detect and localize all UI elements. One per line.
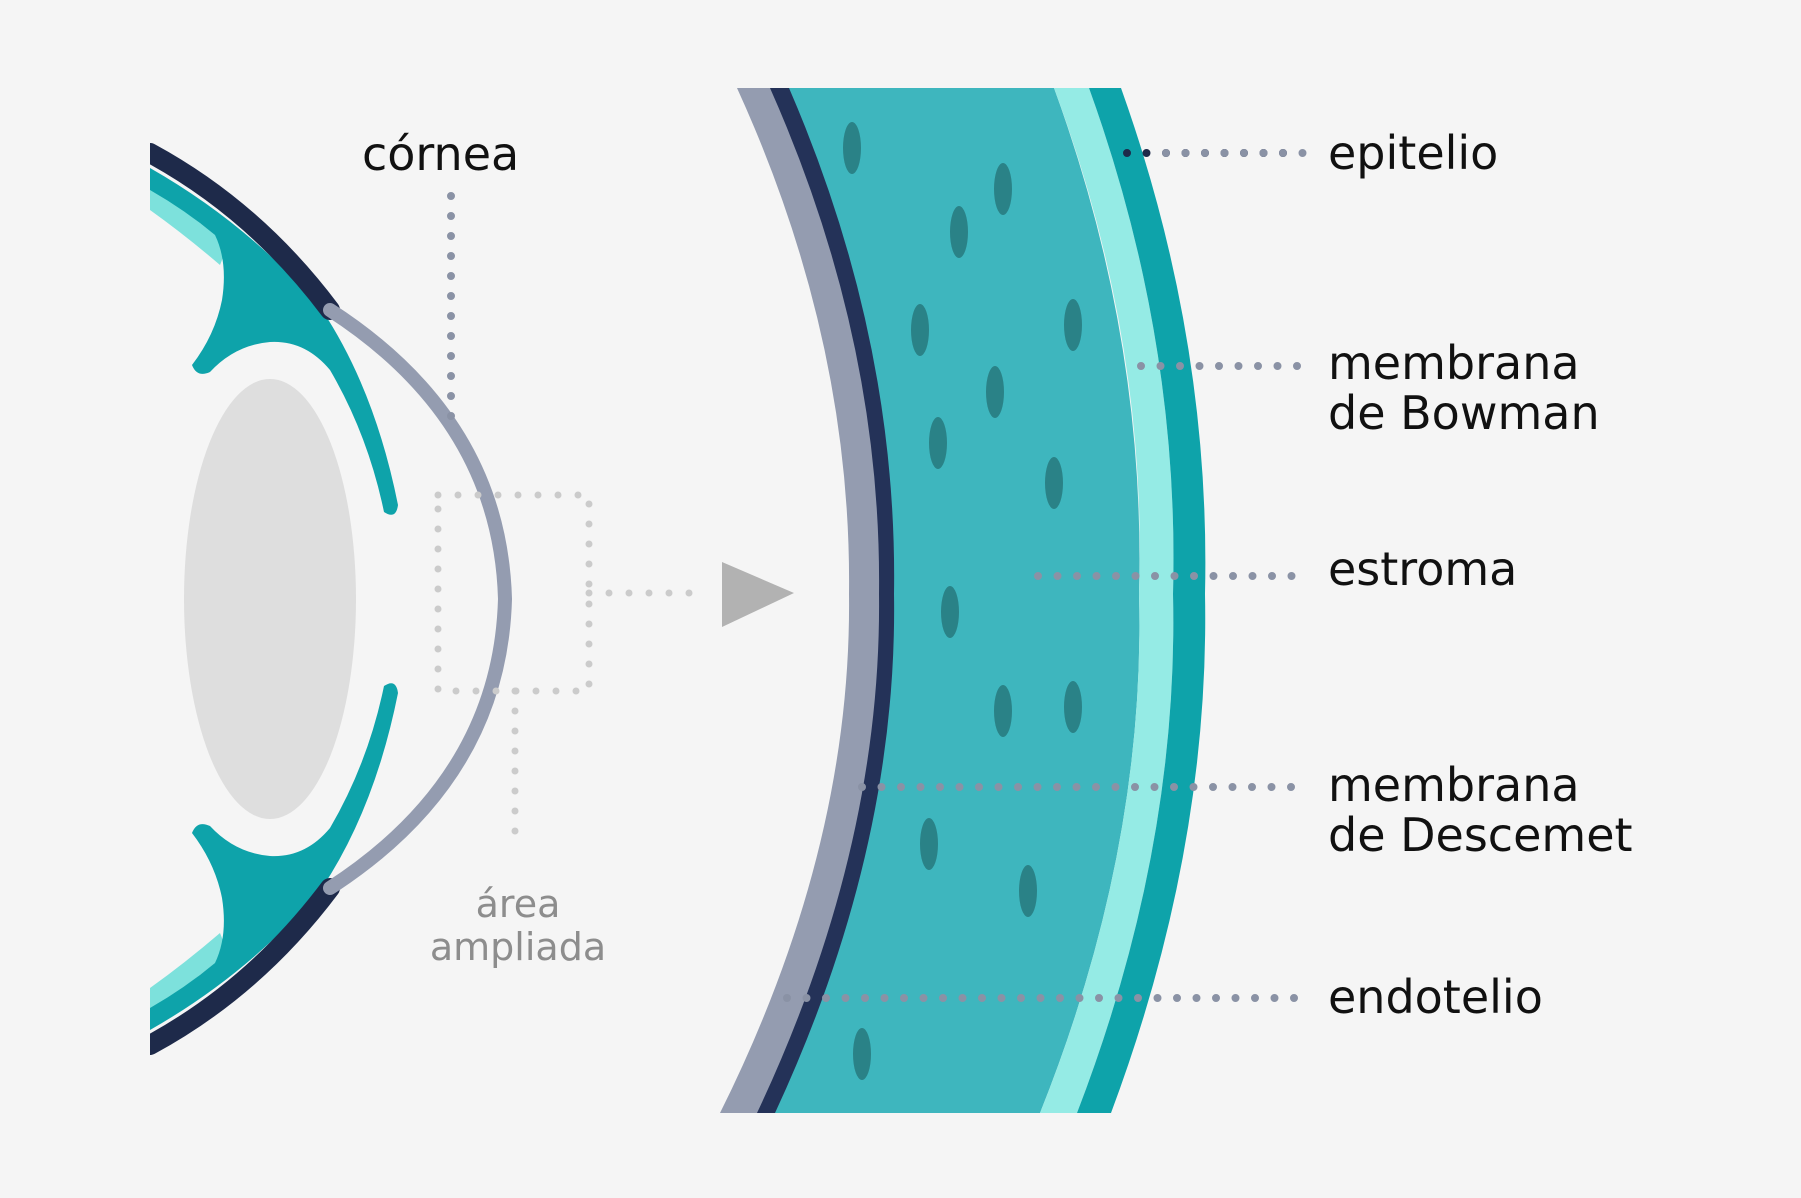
endotelio-layer xyxy=(720,88,883,1113)
label-descemet-line2: de Descemet xyxy=(1328,808,1633,862)
eye-cross-section xyxy=(150,143,513,1055)
label-cornea: córnea xyxy=(362,127,520,181)
layer-leaders xyxy=(783,149,1307,1002)
stroma-cell xyxy=(1019,865,1037,917)
stroma-cell xyxy=(1064,681,1082,733)
sclera-light-band-bottom xyxy=(150,933,228,1013)
stroma-cell xyxy=(911,304,929,356)
stroma-cell xyxy=(843,122,861,174)
label-epitelio: epitelio xyxy=(1328,126,1499,180)
sclera-light-band-top xyxy=(150,185,228,265)
stroma-cell xyxy=(1045,457,1063,509)
outer-eye-arc-top xyxy=(150,143,340,320)
stroma-cell xyxy=(941,586,959,638)
label-bowman-line2: de Bowman xyxy=(1328,386,1600,440)
stroma-cell xyxy=(950,206,968,258)
label-area-ampliada: área ampliada xyxy=(418,883,618,969)
magnified-cornea-layers xyxy=(720,88,1206,1113)
bowman-layer xyxy=(1040,88,1174,1113)
stroma-cell xyxy=(1064,299,1082,351)
stroma-cells xyxy=(843,122,1082,1080)
stroma-cell xyxy=(994,163,1012,215)
descemet-layer xyxy=(757,88,895,1113)
outer-eye-arc-bottom xyxy=(150,878,340,1055)
label-area-line1: área xyxy=(475,882,561,926)
sclera-iris-bottom xyxy=(150,683,398,1030)
stroma-cell xyxy=(920,818,938,870)
stroma-cell xyxy=(853,1028,871,1080)
sclera-iris-top xyxy=(150,168,398,515)
label-estroma: estroma xyxy=(1328,542,1518,596)
zoom-arrow xyxy=(722,562,794,627)
label-descemet-line1: membrana xyxy=(1328,758,1580,812)
label-bowman-line1: membrana xyxy=(1328,336,1580,390)
stroma-cell xyxy=(929,417,947,469)
epitelio-layer xyxy=(1077,88,1206,1113)
label-descemet: membrana de Descemet xyxy=(1328,760,1633,860)
stroma-cell xyxy=(994,685,1012,737)
stroma-cell xyxy=(986,366,1004,418)
label-bowman: membrana de Bowman xyxy=(1328,338,1600,438)
label-endotelio: endotelio xyxy=(1328,970,1543,1024)
lens xyxy=(184,379,356,819)
zoom-box xyxy=(434,491,694,849)
label-area-line2: ampliada xyxy=(429,925,607,969)
cornea-arc xyxy=(323,303,513,895)
